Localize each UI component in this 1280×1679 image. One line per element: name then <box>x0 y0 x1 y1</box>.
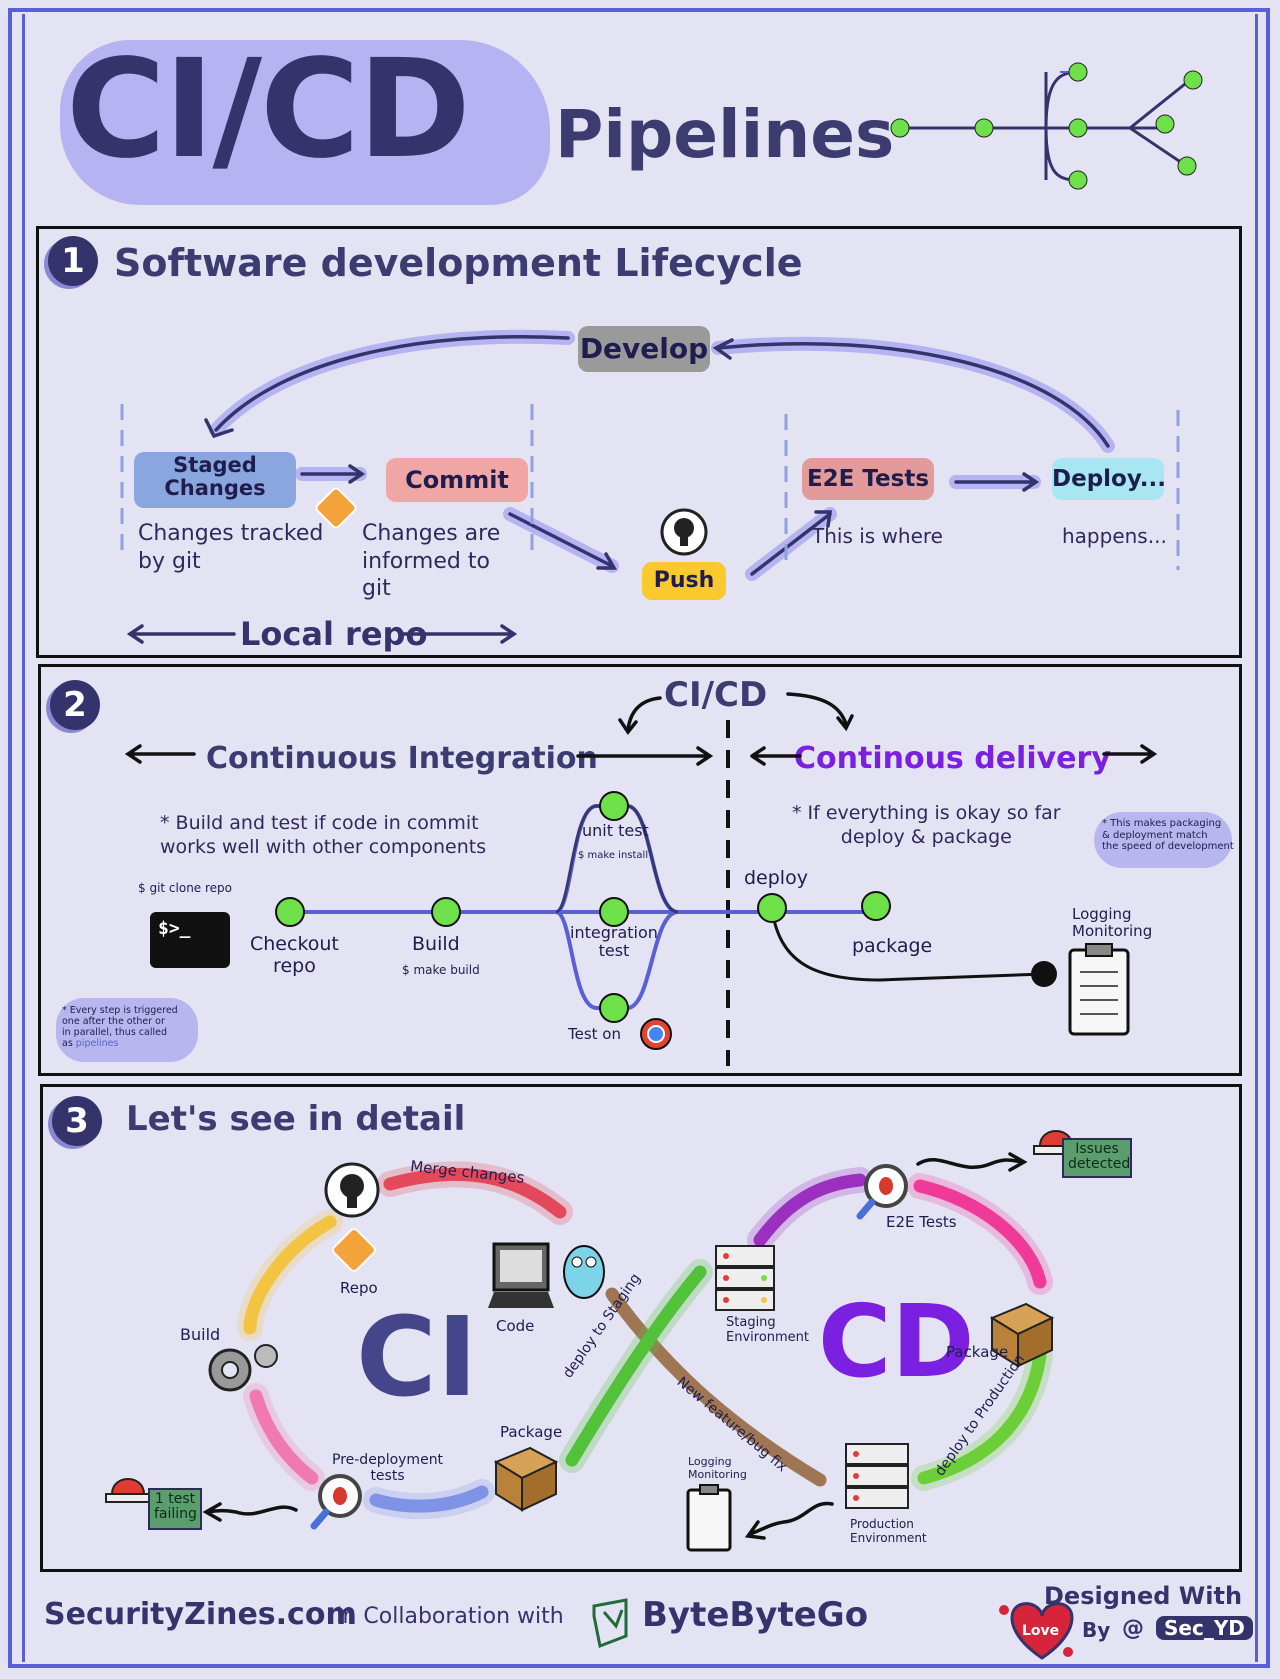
package-label-ci: Package <box>500 1423 563 1441</box>
ci-big-label: CI <box>356 1293 478 1421</box>
commit-note: Changes are informed to git <box>362 521 501 601</box>
staged-changes-stage: Staged Changes <box>134 452 296 508</box>
develop-stage: Develop <box>578 326 710 372</box>
section-3-title: Let's see in detail <box>126 1099 466 1139</box>
commit-stage: Commit <box>386 458 528 502</box>
footer-designed: Designed With <box>1044 1582 1243 1610</box>
cd-big-label: CD <box>818 1283 975 1400</box>
repo-git-icon <box>332 1228 376 1272</box>
unit-test-command: $ make install <box>578 850 649 861</box>
computer-icon <box>488 1242 554 1308</box>
package-box-icon-ci <box>493 1446 559 1512</box>
bug-magnifier-icon-ci <box>310 1474 362 1530</box>
step-note-link: pipelines <box>75 1037 119 1049</box>
gopher-icon <box>563 1245 605 1299</box>
cd-side-note: * This makes packaging & deployment matc… <box>1102 818 1234 852</box>
section-1-box <box>36 226 1242 658</box>
continuous-delivery-label: Continous delivery <box>794 741 1111 776</box>
continuous-integration-label: Continuous Integration <box>206 741 598 776</box>
staging-env-label: Staging Environment <box>726 1315 810 1345</box>
alarm-light-icon-ci <box>105 1478 153 1503</box>
push-stage: Push <box>642 562 726 600</box>
step-note-blob <box>56 998 198 1062</box>
logging-monitoring-label: Logging Monitoring <box>1072 905 1153 941</box>
code-label: Code <box>496 1317 535 1335</box>
production-env-label: Production Environment <box>850 1517 927 1545</box>
staged-note: Changes tracked by git <box>138 521 324 574</box>
footer-by: By <box>1082 1618 1111 1642</box>
step-note: * Every step is triggered one after the … <box>62 1005 178 1050</box>
page-inner-frame <box>22 14 1258 1662</box>
staging-server-icon <box>715 1245 775 1311</box>
build-label-ci: Build <box>180 1325 221 1344</box>
package-box-icon-cd <box>989 1302 1055 1368</box>
e2e-note: This is where <box>812 524 943 548</box>
build-label: Build <box>412 933 460 955</box>
repo-label: Repo <box>340 1279 378 1297</box>
integration-test-label: integration test <box>570 923 658 961</box>
page-subtitle: Pipelines <box>555 96 895 173</box>
github-icon-ci <box>324 1162 380 1218</box>
deploy-note: happens... <box>1062 524 1167 548</box>
footer-collab: In Collaboration with <box>336 1604 564 1629</box>
section-3-box <box>40 1084 1242 1572</box>
ci-note: * Build and test if code in commit works… <box>160 812 487 858</box>
logging-clipboard-icon-cd <box>686 1484 732 1552</box>
footer-brand[interactable]: SecurityZines.com <box>44 1597 357 1632</box>
terminal-icon: $>_ <box>150 912 230 968</box>
test-failing-badge: 1 test failing <box>148 1488 202 1530</box>
github-icon <box>660 508 708 556</box>
local-repo-label: Local repo <box>240 615 428 653</box>
package-label-cd: Package <box>946 1343 1009 1361</box>
logging-label-cd: Logging Monitoring <box>688 1455 747 1481</box>
git-diamond-icon <box>315 487 357 529</box>
build-command: $ make build <box>402 963 480 977</box>
production-server-icon <box>845 1443 909 1509</box>
predeploy-label: Pre-deployment tests <box>332 1452 444 1485</box>
cd-side-note-blob <box>1094 812 1232 868</box>
browser-icon <box>640 1018 672 1050</box>
title-highlight <box>60 40 550 205</box>
issues-detected-badge: Issues detected <box>1062 1138 1132 1178</box>
footer-handle[interactable]: Sec_YD <box>1156 1616 1253 1640</box>
unit-test-label: unit test <box>582 821 649 840</box>
deploy-step-label: deploy <box>744 867 808 889</box>
gear-icon <box>208 1344 278 1392</box>
e2e-tests-stage: E2E Tests <box>802 458 934 500</box>
section-2-number: 2 <box>50 680 100 730</box>
deploy-stage: Deploy... <box>1052 458 1166 500</box>
package-step-label: package <box>852 935 933 957</box>
section-3-number: 3 <box>52 1096 102 1146</box>
section-1-title: Software development Lifecycle <box>114 241 803 285</box>
e2e-tests-label: E2E Tests <box>886 1213 957 1231</box>
checkout-label: Checkout repo <box>250 933 339 977</box>
section-2-box <box>38 664 1242 1076</box>
bug-magnifier-icon-cd <box>856 1164 908 1220</box>
page-frame <box>8 8 1270 1668</box>
cicd-label: CI/CD <box>664 675 768 715</box>
section-1-number: 1 <box>48 236 98 286</box>
footer-at: @ <box>1122 1616 1144 1641</box>
logging-clipboard-icon <box>1068 943 1130 1036</box>
footer-love: Love <box>1022 1623 1060 1639</box>
cd-note: * If everything is okay so far deploy & … <box>792 802 1061 848</box>
page-title: CI/CD <box>66 31 471 189</box>
step-note-text: * Every step is triggered one after the … <box>62 1005 178 1049</box>
git-clone-command: $ git clone repo <box>138 881 233 895</box>
test-on-label: Test on <box>568 1025 621 1043</box>
footer-partner[interactable]: ByteByteGo <box>642 1595 869 1635</box>
